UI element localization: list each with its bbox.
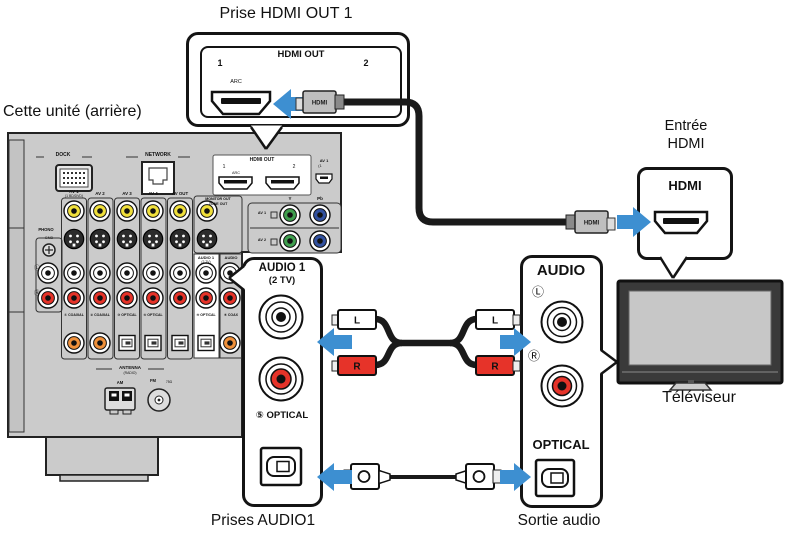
panel-label-antenna: ANTENNA	[119, 365, 141, 370]
panel-label-gnd: GND	[44, 236, 54, 240]
panel-col-av3: AV 3	[122, 191, 132, 196]
audio1-optical-label: ⑤ OPTICAL	[255, 410, 309, 421]
panel-label-hdmi-out: HDMI OUT	[249, 157, 275, 163]
panel-digital-1: ① COAXIAL	[64, 313, 84, 317]
panel-label-antenna-sub: (RADIO)	[123, 370, 137, 375]
hdmi-out-port2-number: 2	[363, 58, 369, 68]
panel-label-r: Ⓡ	[33, 291, 41, 297]
panel-label-y: Y	[288, 196, 292, 201]
panel-digital-5: ⑤ OPTICAL	[196, 313, 216, 317]
label-prise-hdmi-out1: Prise HDMI OUT 1	[219, 5, 353, 22]
tv	[616, 279, 784, 391]
panel-label-monitor-out: MONITOR OUT	[205, 197, 231, 201]
hdmi-out-title: HDMI OUT	[277, 49, 325, 60]
hdmi-out-port1-number: 1	[217, 58, 223, 68]
panel-digital-4: ④ OPTICAL	[143, 313, 163, 317]
panel-col-av1: AV 1	[69, 189, 79, 194]
audio1-title: AUDIO 1	[258, 262, 306, 274]
dock-connector	[36, 156, 93, 192]
antenna-section	[96, 368, 171, 415]
label-sortie-audio: Sortie audio	[517, 512, 601, 529]
panel-label-comp-av1: AV 1	[257, 211, 267, 215]
panel-label-hdmi-1: 1	[222, 164, 226, 170]
component-video-section	[247, 202, 342, 254]
panel-label-l: Ⓛ	[33, 266, 41, 272]
tv-optical-title: OPTICAL	[532, 437, 590, 452]
panel-av1-hdmi-port	[315, 173, 333, 184]
panel-label-am: AM	[116, 380, 124, 385]
tv-audio-title: AUDIO	[536, 262, 586, 279]
panel-label-phono: PHONO	[38, 227, 54, 232]
tv-audio-l-label: Ⓛ	[531, 285, 545, 299]
panel-digital-3: ③ OPTICAL	[117, 313, 137, 317]
panel-label-fm-ohm: 75Ω	[165, 380, 173, 384]
label-hdmi-input-line2: HDMI	[667, 136, 705, 152]
label-unit-rear: Cette unité (arrière)	[3, 103, 142, 120]
audio1-subtitle: (2 TV)	[268, 275, 296, 286]
panel-col-avout: AV OUT	[171, 191, 189, 196]
panel-label-arc: ARC	[231, 170, 241, 175]
panel-col-av4: AV 4	[148, 191, 158, 196]
panel-label-fm: FM	[149, 378, 157, 383]
panel-label-dock: DOCK	[55, 152, 71, 158]
panel-label-network: NETWORK	[145, 152, 171, 158]
panel-audio1-col-label: AUDIO 1	[197, 255, 215, 260]
tv-audio-r-label: Ⓡ	[527, 349, 541, 363]
panel-label-pb: Pb	[317, 196, 323, 201]
panel-col-av2: AV 2	[95, 191, 105, 196]
panel-digital-2: ② COAXIAL	[90, 313, 110, 317]
network-port	[126, 156, 190, 195]
hdmi-out-arc-label: ARC	[230, 79, 242, 85]
panel-audio1-col-sub: (2 TV)	[201, 260, 211, 264]
label-hdmi-input-line1: Entrée	[664, 118, 708, 134]
label-tv: Téléviseur	[662, 389, 736, 406]
panel-digital-6: ⑥ COAX	[223, 313, 239, 317]
label-prises-audio1: Prises AUDIO1	[210, 512, 316, 529]
panel-label-zone-out: ZONE OUT	[208, 201, 228, 206]
panel-hdmi-out-section	[212, 154, 312, 196]
panel-audio2-col-label: AUDIO	[224, 255, 238, 260]
panel-label-av1-hdmi-sub: (1	[318, 164, 322, 168]
panel-col-av1-sub: (1 BD/DVD)	[65, 194, 83, 198]
panel-label-hdmi-2: 2	[292, 164, 296, 170]
panel-label-av1-hdmi: AV 1	[319, 158, 329, 163]
panel-label-comp-av2: AV 2	[257, 238, 267, 242]
hdmi-in-title: HDMI	[668, 178, 702, 193]
gnd-screw	[42, 243, 56, 257]
receiver-foot	[45, 436, 159, 482]
panel-column-outlines	[35, 195, 243, 360]
audio1-callout-box	[242, 257, 323, 507]
